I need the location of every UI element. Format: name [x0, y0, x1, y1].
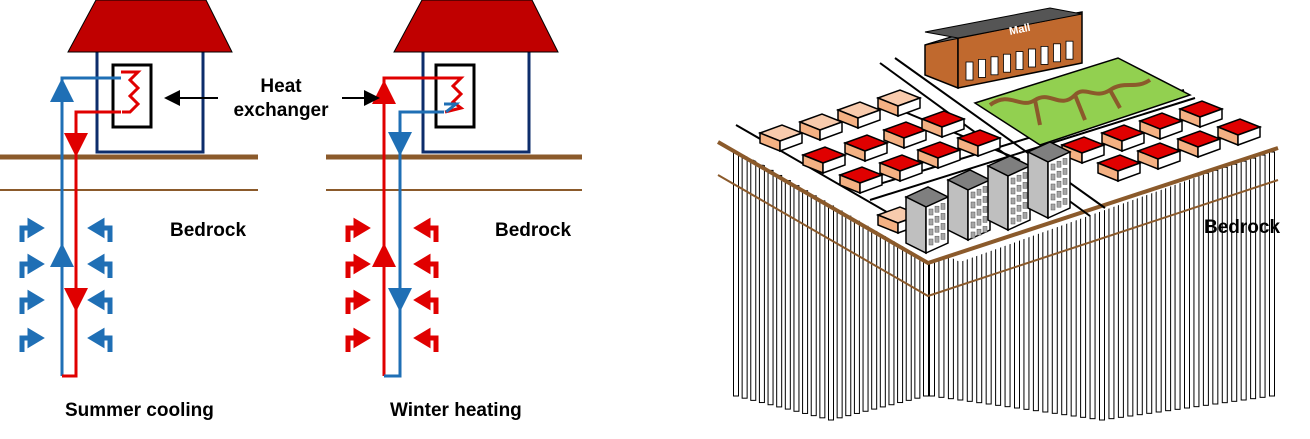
mall-window [1028, 48, 1036, 68]
flow-arrow-icon [345, 217, 439, 352]
pile [995, 240, 1002, 406]
heat-exchanger-line1: Heat [260, 76, 302, 97]
building-icon [875, 89, 923, 118]
pile [923, 261, 929, 397]
building-icon [757, 124, 805, 153]
pile [897, 246, 904, 404]
building-icon [800, 146, 848, 175]
building-icon [1177, 100, 1225, 129]
building-icon [915, 141, 963, 170]
pile [1014, 234, 1020, 409]
bedrock-label-winter: Bedrock [495, 220, 572, 241]
pile [879, 236, 886, 408]
pile [1221, 166, 1228, 404]
building-icon [877, 154, 925, 183]
bedrock-label-district: Bedrock [1204, 217, 1281, 238]
pile [871, 230, 878, 410]
summer-panel [0, 0, 258, 378]
winter-heating-label: Winter heating [390, 400, 522, 421]
flow-arrow-icon [19, 217, 113, 352]
building-icon [1215, 118, 1263, 147]
mall-window [1053, 43, 1061, 63]
building-icon [919, 110, 967, 139]
pile [845, 215, 852, 417]
pile [1042, 224, 1049, 413]
office-tower-icon [986, 155, 1032, 232]
office-tower-icon [946, 169, 992, 242]
office-tower-group [904, 141, 1072, 255]
building-icon [1175, 130, 1223, 159]
pile [1202, 172, 1209, 406]
pile [1212, 169, 1219, 405]
pile [1250, 157, 1257, 400]
mall-window [1015, 51, 1024, 70]
district-panel: Mall [717, 7, 1279, 421]
pile [862, 225, 869, 412]
pile [1193, 175, 1200, 408]
pile [1240, 160, 1247, 401]
pile [1155, 188, 1162, 413]
pile [853, 220, 860, 414]
pile [1032, 227, 1039, 412]
house-icon [393, 0, 559, 154]
pile [976, 246, 983, 404]
building-icon [797, 113, 845, 142]
mall-window [990, 56, 999, 76]
pile [1136, 194, 1143, 416]
pile [1023, 230, 1030, 410]
building-icon [1137, 112, 1185, 141]
pile [1269, 151, 1275, 397]
pile [1231, 163, 1238, 402]
pile [929, 261, 935, 397]
bedrock-label-summer: Bedrock [170, 220, 247, 241]
heat-exchanger-label: Heat exchanger [232, 76, 330, 122]
pile [905, 251, 912, 401]
park [973, 57, 1192, 146]
summer-cooling-label: Summer cooling [65, 400, 214, 421]
office-tower-icon [1026, 141, 1072, 220]
pile [1259, 154, 1266, 398]
pile [1146, 191, 1153, 414]
heat-exchanger-line2: exchanger [233, 100, 329, 121]
pile [938, 258, 945, 398]
mall-icon [924, 7, 1083, 90]
heat-exchanger-coil-icon [434, 63, 476, 129]
bedrock-line [717, 174, 1279, 298]
pile [985, 243, 992, 405]
mall-label: Mall [1008, 22, 1031, 38]
pile [947, 255, 954, 400]
pile [1165, 185, 1172, 412]
building-icon [881, 121, 929, 150]
mall-window [978, 59, 986, 78]
building-icon [842, 134, 890, 163]
pile [966, 249, 973, 402]
pile [1174, 182, 1181, 410]
building-icon [1059, 136, 1107, 165]
mall-window [1040, 46, 1049, 65]
building-icon [955, 129, 1003, 158]
ground-surface-line [717, 140, 1279, 266]
pile [957, 252, 964, 401]
office-tower-icon [904, 186, 950, 255]
pile [1051, 221, 1058, 414]
pile [1184, 179, 1190, 409]
mall-window [1065, 40, 1074, 60]
pile [914, 256, 921, 399]
mall-window [965, 61, 974, 81]
building-icon [837, 166, 885, 195]
mall-window [1003, 53, 1011, 73]
pile [888, 241, 895, 406]
winter-panel [326, 0, 582, 378]
pile [1061, 218, 1068, 416]
ground-piles [733, 149, 1275, 421]
pile [1004, 237, 1011, 408]
pile [836, 210, 843, 419]
building-icon [1095, 154, 1143, 183]
building-icon [835, 101, 883, 130]
building-icon [1135, 142, 1183, 171]
